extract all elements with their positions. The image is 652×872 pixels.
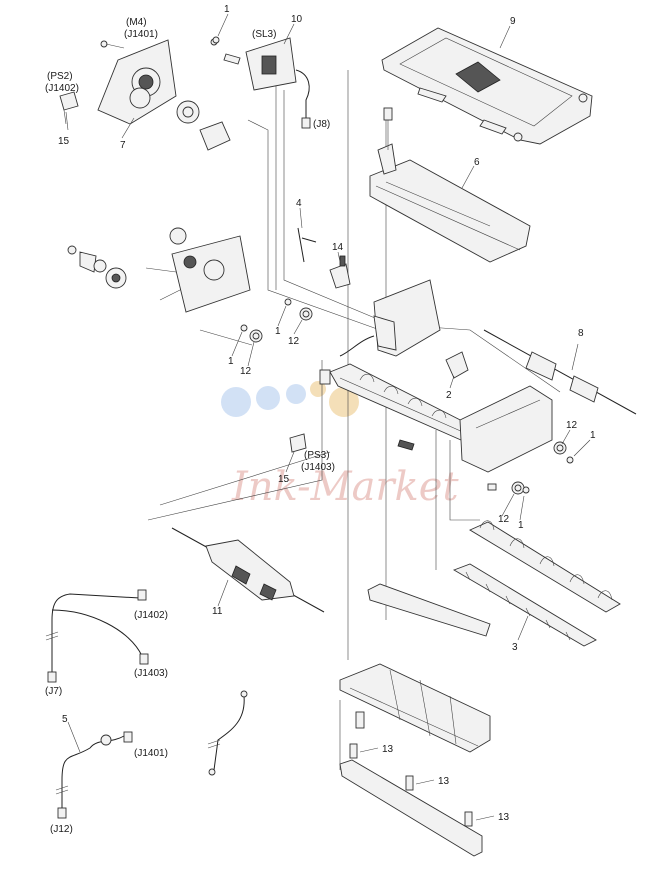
mid-left-drive-assembly [67, 227, 251, 313]
part-15-ps2-sensor [59, 91, 79, 125]
callout-12a: 12 [288, 336, 300, 347]
part-3-lower-guide [452, 520, 621, 647]
callout-5: 5 [62, 714, 68, 725]
part-9-top-cover [381, 27, 593, 145]
label-j7: (J7) [45, 686, 62, 697]
label-ps3: (PS3) [304, 450, 330, 461]
part-8-roller-shaft [483, 329, 637, 415]
part-1-e-rings [212, 36, 574, 494]
label-j12: (J12) [50, 824, 73, 835]
label-ps2: (PS2) [47, 71, 73, 82]
part-11-feed-roller [171, 527, 325, 613]
callout-12d: 12 [498, 514, 510, 525]
part-2-clip [445, 351, 469, 379]
callout-7: 7 [120, 140, 126, 151]
part-13-screws [349, 743, 473, 827]
label-j1402-wire: (J1402) [134, 610, 168, 621]
callout-6: 6 [474, 157, 480, 168]
part-7-drive-assembly [97, 39, 231, 151]
label-j1402-top: (J1402) [45, 83, 79, 94]
callout-leaders [65, 13, 591, 821]
part-4-spring [297, 227, 317, 263]
part-10-solenoid [210, 37, 311, 129]
callout-8: 8 [578, 328, 584, 339]
callout-10: 10 [291, 14, 303, 25]
callout-13c: 13 [498, 812, 510, 823]
callout-1a: 1 [224, 4, 230, 15]
callout-9: 9 [510, 16, 516, 27]
label-m4: (M4) [126, 17, 147, 28]
callout-13a: 13 [382, 744, 394, 755]
label-j1403-mid: (J1403) [301, 462, 335, 473]
callout-15b: 15 [278, 474, 290, 485]
callout-4: 4 [296, 198, 302, 209]
cable-harness-j7 [45, 589, 149, 683]
right-frame-upper [339, 279, 441, 357]
callout-11: 11 [212, 606, 223, 617]
callout-12b: 12 [240, 366, 252, 377]
callout-1c: 1 [228, 356, 234, 367]
callout-1e: 1 [518, 520, 524, 531]
part-6-upper-guide [369, 107, 531, 263]
cable-harness-j12 [55, 731, 133, 819]
callout-3: 3 [512, 642, 518, 653]
label-sl3: (SL3) [252, 29, 276, 40]
part-12-bushings [249, 307, 567, 495]
callout-1b: 1 [275, 326, 281, 337]
label-j8: (J8) [313, 119, 330, 130]
callout-1d: 1 [590, 430, 596, 441]
right-bracket-lower [459, 385, 553, 491]
callout-2: 2 [446, 390, 452, 401]
callout-14: 14 [332, 242, 344, 253]
part-15-ps3-sensor [289, 433, 307, 453]
label-j1403-wire: (J1403) [134, 668, 168, 679]
label-j1401-top: (J1401) [124, 29, 158, 40]
label-j1401-wire: (J1401) [134, 748, 168, 759]
callout-13b: 13 [438, 776, 450, 787]
watermark: Ink-Market [221, 381, 459, 510]
part-callouts: 1 10 9 15 7 6 4 14 1 12 8 1 12 2 12 1 15… [58, 4, 596, 823]
bottom-tray [339, 583, 491, 857]
callout-15a: 15 [58, 136, 70, 147]
ground-wire [207, 690, 248, 776]
callout-12c: 12 [566, 420, 578, 431]
watermark-text: Ink-Market [231, 464, 459, 510]
connector-labels: (M4) (J1401) (PS2) (J1402) (SL3) (J8) (P… [45, 17, 335, 835]
